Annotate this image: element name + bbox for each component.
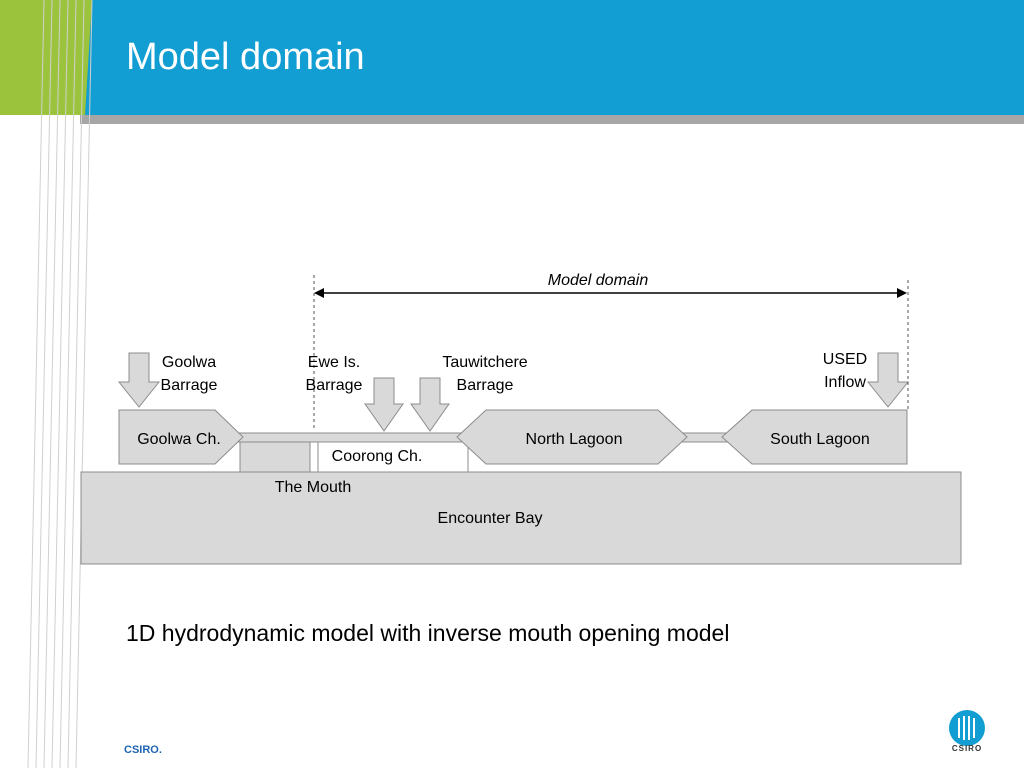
south-lagoon-shape: [721, 409, 908, 465]
coorong-channel-box: [317, 441, 469, 473]
ewe-barrage-label-line1: Ewe Is.: [308, 354, 360, 371]
csiro-logo: [949, 710, 985, 746]
header-green-accent: [0, 0, 92, 115]
used-inflow-label-line1: USED: [823, 351, 867, 368]
goolwa-channel-label: Goolwa Ch.: [137, 431, 221, 448]
south-lagoon-label: South Lagoon: [770, 431, 870, 448]
goolwa-barrage-arrow: [117, 352, 161, 408]
ewe-barrage-label-line2: Barrage: [306, 377, 363, 394]
domain-arrowhead-right: [897, 288, 907, 298]
coorong-channel-label: Coorong Ch.: [332, 448, 423, 465]
header-divider: [80, 115, 1024, 124]
slide-subtitle: 1D hydrodynamic model with inverse mouth…: [126, 620, 730, 646]
mouth-connector: [239, 441, 311, 473]
tauwitchere-barrage-arrow: [410, 377, 450, 432]
encounter-bay-label: Encounter Bay: [438, 510, 543, 527]
domain-diagram: Model domain Goolwa Barrage Ewe Is. Barr…: [80, 272, 962, 565]
domain-arrowhead-left: [314, 288, 324, 298]
encounter-bay-shape: [80, 471, 962, 565]
goolwa-channel-shape: [118, 409, 244, 465]
used-inflow-label-line2: Inflow: [824, 374, 866, 391]
header-band: [0, 0, 1024, 115]
goolwa-channel-connector: [237, 432, 469, 443]
ewe-barrage-arrow: [364, 377, 404, 432]
footer-csiro: CSIRO.: [124, 744, 162, 756]
slide-title: Model domain: [126, 36, 365, 78]
goolwa-barrage-label-line2: Barrage: [161, 377, 218, 394]
decorative-lines: [27, 0, 93, 768]
used-inflow-arrow: [866, 352, 910, 408]
north-lagoon-label: North Lagoon: [526, 431, 623, 448]
north-lagoon-shape: [456, 409, 688, 465]
the-mouth-label: The Mouth: [275, 479, 351, 496]
goolwa-barrage-label-line1: Goolwa: [162, 354, 216, 371]
logo-wordmark: CSIRO: [951, 744, 983, 753]
tauwitchere-label-line2: Barrage: [457, 377, 514, 394]
model-domain-label: Model domain: [548, 272, 649, 289]
tauwitchere-label-line1: Tauwitchere: [442, 354, 527, 371]
